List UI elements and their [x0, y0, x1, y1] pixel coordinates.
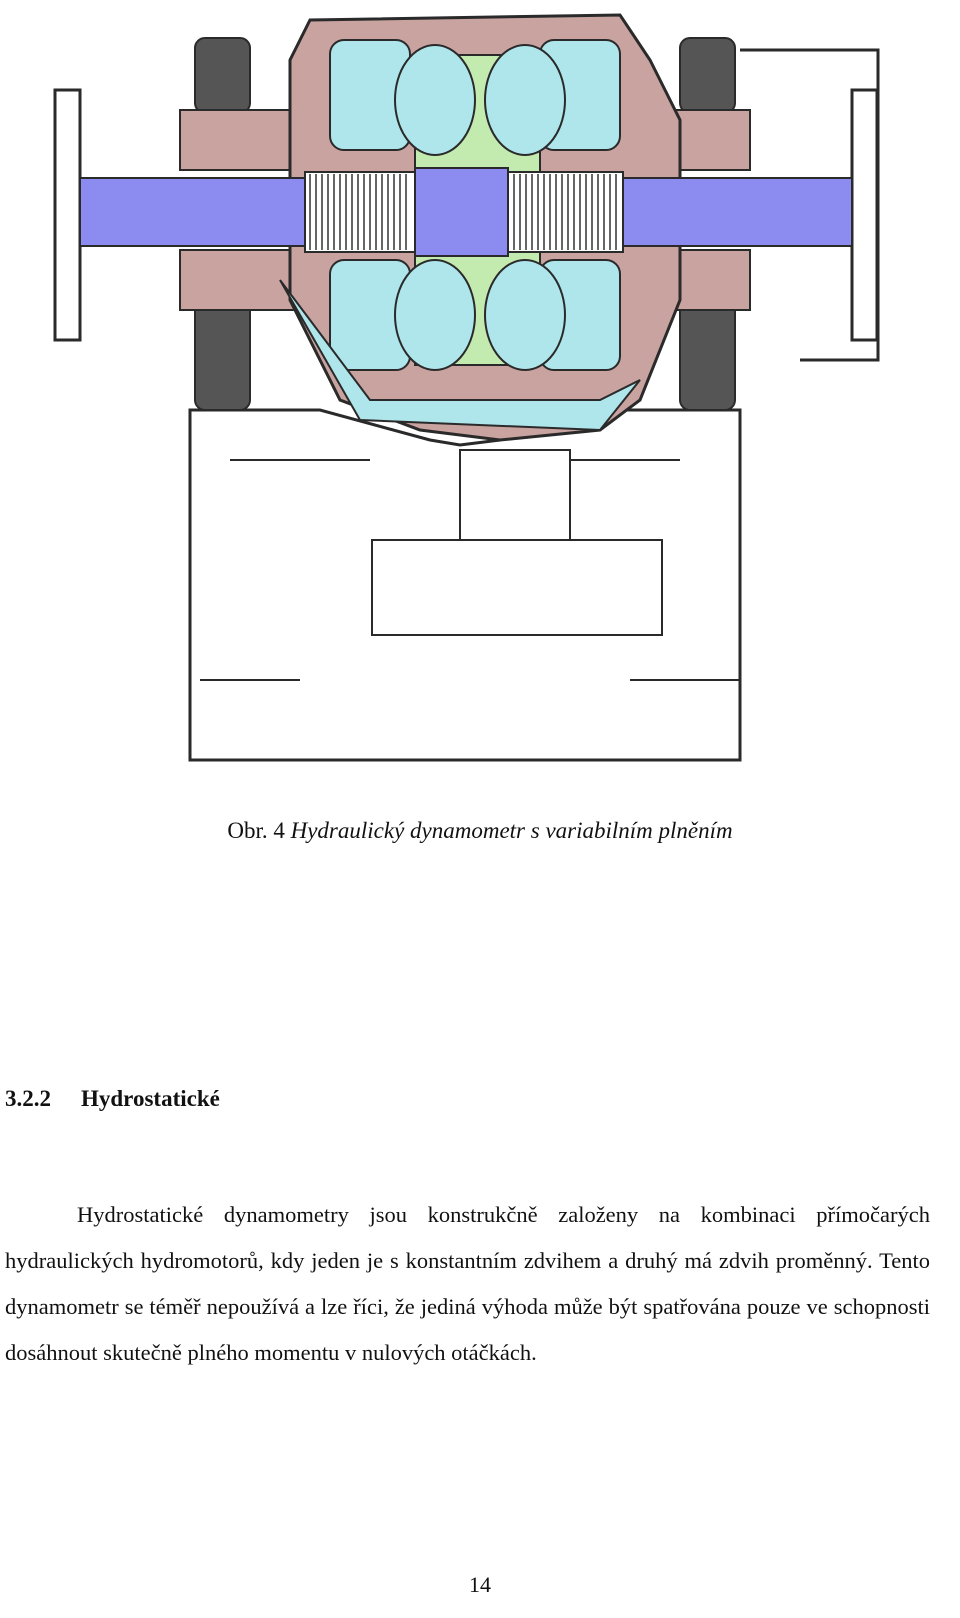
caption-title: Hydraulický dynamometr s variabilním pln…	[290, 818, 733, 843]
rotor	[394, 44, 566, 371]
section-title: Hydrostatické	[81, 1086, 220, 1111]
dynamometer-cross-section-drawing	[53, 13, 880, 762]
flanges	[53, 88, 879, 342]
shaft	[79, 167, 853, 257]
section-number: 3.2.2	[5, 1086, 51, 1111]
seal-lamellae	[309, 174, 617, 250]
caption-prefix: Obr. 4	[227, 818, 291, 843]
dynamometer-figure	[40, 0, 920, 800]
body-paragraph: Hydrostatické dynamometry jsou konstrukč…	[5, 1192, 930, 1376]
section-heading: 3.2.2 Hydrostatické	[5, 1086, 220, 1112]
page-number: 14	[469, 1572, 491, 1597]
base-frame	[188, 408, 742, 762]
paragraph-text: Hydrostatické dynamometry jsou konstrukč…	[5, 1202, 930, 1365]
water-chambers	[279, 39, 641, 432]
outlet-pipe	[740, 48, 880, 362]
figure-caption: Obr. 4 Hydraulický dynamometr s variabil…	[0, 818, 960, 844]
